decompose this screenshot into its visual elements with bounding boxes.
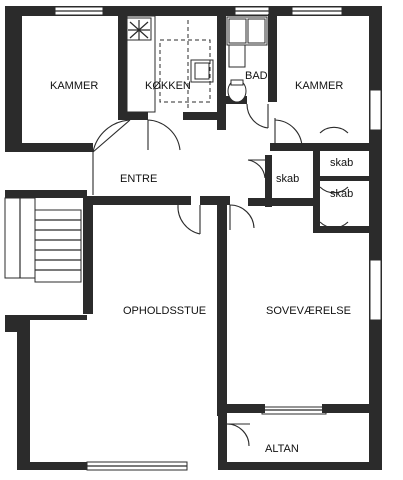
- room-label-closet-bottom: skab: [330, 188, 353, 200]
- room-label-kitchen: KØKKEN: [145, 80, 191, 92]
- interior-walls: [5, 14, 382, 470]
- room-label-closet-top: skab: [330, 157, 353, 169]
- doors: [92, 103, 349, 447]
- windows: [54, 6, 382, 471]
- room-label-bedroom: SOVEVÆRELSE: [266, 305, 351, 317]
- staircase: [4, 197, 82, 283]
- room-label-kammer-right: KAMMER: [295, 80, 343, 92]
- room-label-balcony: ALTAN: [265, 443, 299, 455]
- kitchen-fixtures: [126, 15, 214, 113]
- room-label-entre: ENTRE: [120, 173, 157, 185]
- room-label-kammer-left: KAMMER: [50, 80, 98, 92]
- room-label-closet-hall: skab: [276, 173, 299, 185]
- bath-fixtures: [226, 16, 268, 103]
- room-label-living: OPHOLDSSTUE: [123, 305, 206, 317]
- room-labels: KAMMER KØKKEN BAD KAMMER ENTRE skab skab…: [50, 70, 353, 455]
- room-label-bath: BAD: [245, 70, 268, 82]
